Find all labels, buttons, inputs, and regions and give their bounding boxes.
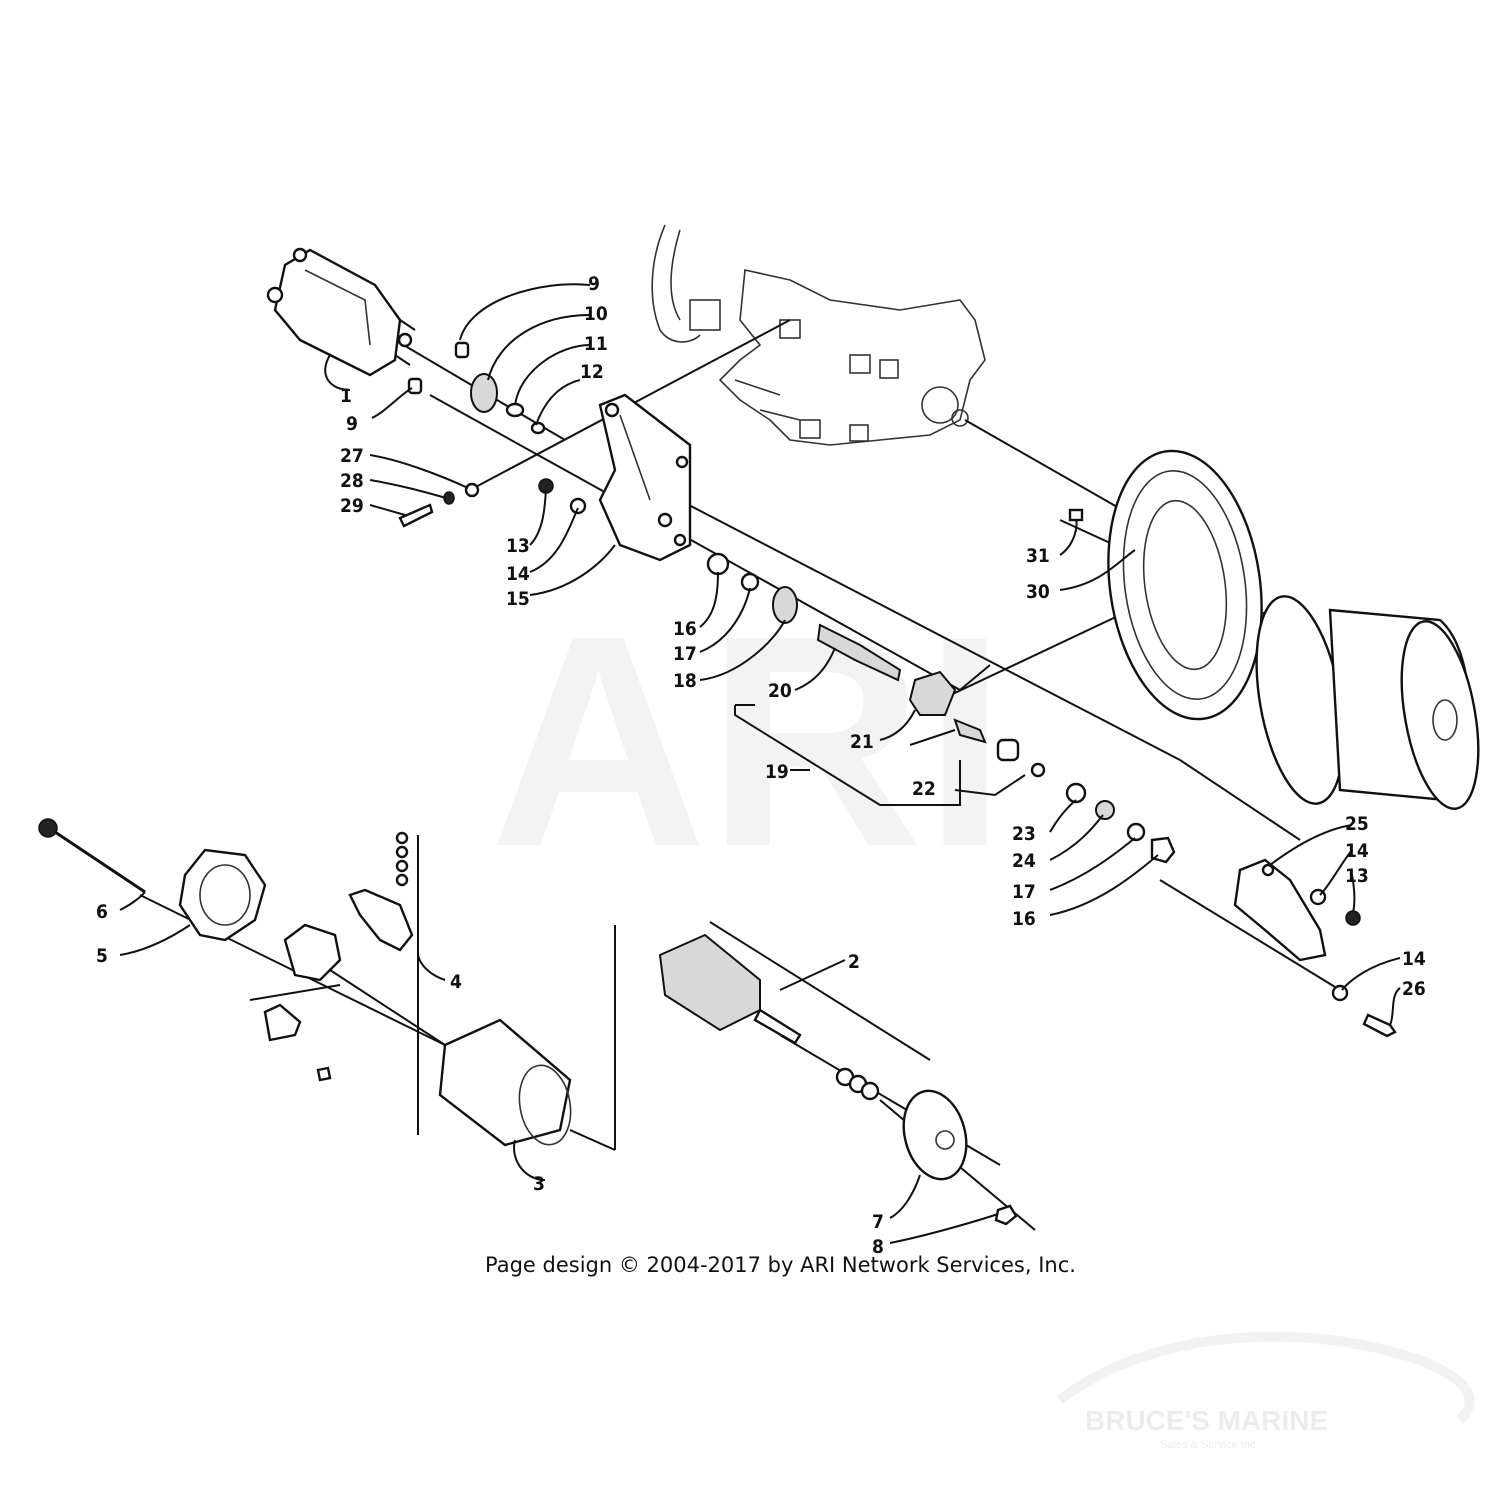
ari-watermark: ARI [490,573,1007,909]
callout-25: 25 [1345,813,1369,835]
callout-20: 20 [768,680,792,702]
callout-18: 18 [673,670,697,692]
callout-6: 6 [96,901,108,923]
callout-23: 23 [1012,823,1036,845]
clip-part-22 [1030,762,1046,778]
callout-8: 8 [872,1236,884,1258]
starter-motor-part-1 [266,247,416,377]
washer-part-17b [1126,822,1146,842]
gear-part-18 [772,586,798,624]
bracket-part-15 [598,393,692,562]
callout-11: 11 [584,333,608,355]
callout-9-lower: 9 [346,413,358,435]
callout-16-upper: 16 [673,618,697,640]
housing-part-25 [1233,858,1327,962]
shaft-part-20 [816,623,902,682]
nut-part-8 [994,1204,1018,1226]
callout-2: 2 [848,951,860,973]
callout-14-left: 14 [506,563,530,585]
callout-17-lower: 17 [1012,881,1036,903]
callout-17-upper: 17 [673,643,697,665]
ring-gear-part-30 [1107,449,1263,721]
callout-7: 7 [872,1211,884,1233]
callout-labels: 1 2 3 4 5 6 7 8 9 9 10 11 12 13 13 14 14… [96,273,1426,1258]
washer-part-23 [1065,782,1087,804]
washer-part-14a [569,497,587,515]
yoke-part-3 [438,1018,572,1147]
callout-19: 19 [765,761,789,783]
drive-parts [706,552,1176,864]
callout-22: 22 [912,778,936,800]
callout-4: 4 [450,971,462,993]
callout-10: 10 [584,303,608,325]
callout-leaders [119,283,1401,1244]
callout-9-upper: 9 [588,273,600,295]
callout-3: 3 [533,1173,545,1195]
nut-part-13b [1345,910,1361,926]
pin-part-9b [407,377,423,395]
collar-part-22 [996,738,1020,762]
washer-part-27 [464,482,480,498]
callout-14-right-upper: 14 [1345,840,1369,862]
brand-watermark: BRUCE'S MARINE Sales & Service Inc. [1056,1331,1475,1451]
callout-29: 29 [340,495,364,517]
callout-13-right: 13 [1345,865,1369,887]
engine-block [651,224,986,446]
washer-part-24 [1095,800,1115,820]
copyright-notice: Page design © 2004-2017 by ARI Network S… [485,1253,1076,1277]
callout-30: 30 [1026,581,1050,603]
armature-part-2 [614,921,931,1150]
pinion-part-21 [908,670,957,716]
brand-name: BRUCE'S MARINE [1085,1405,1328,1436]
spring-part-22 [953,718,987,744]
washer-part-17a [740,572,760,592]
bushing-part-16a [706,552,730,576]
callout-21: 21 [850,731,874,753]
callout-26: 26 [1402,978,1426,1000]
clip-part-12 [530,421,546,435]
pin-part-31 [1068,508,1084,522]
callout-12: 12 [580,361,604,383]
through-bolt-part-6 [38,818,146,894]
small-parts-upper [398,341,546,528]
callout-16-lower: 16 [1012,908,1036,930]
end-cap-part-5 [178,848,267,942]
callout-28: 28 [340,470,364,492]
washer-part-11 [505,402,525,418]
callout-15: 15 [506,588,530,610]
callout-31: 31 [1026,545,1050,567]
bolt-part-29 [398,503,434,528]
callout-24: 24 [1012,850,1036,872]
callout-5: 5 [96,945,108,967]
bolt-part-26 [1362,1013,1397,1038]
pin-part-9a [454,341,470,359]
brand-tagline: Sales & Service Inc. [1160,1439,1258,1451]
callout-14-right-lower: 14 [1402,948,1426,970]
brush-holder-part-4 [249,831,419,1135]
callout-27: 27 [340,445,364,467]
end-plate-part-7 [902,1089,968,1181]
callout-13-left: 13 [506,535,530,557]
callout-1: 1 [340,385,352,407]
clutch-drum [1255,595,1480,810]
gear-part-10 [470,373,498,413]
